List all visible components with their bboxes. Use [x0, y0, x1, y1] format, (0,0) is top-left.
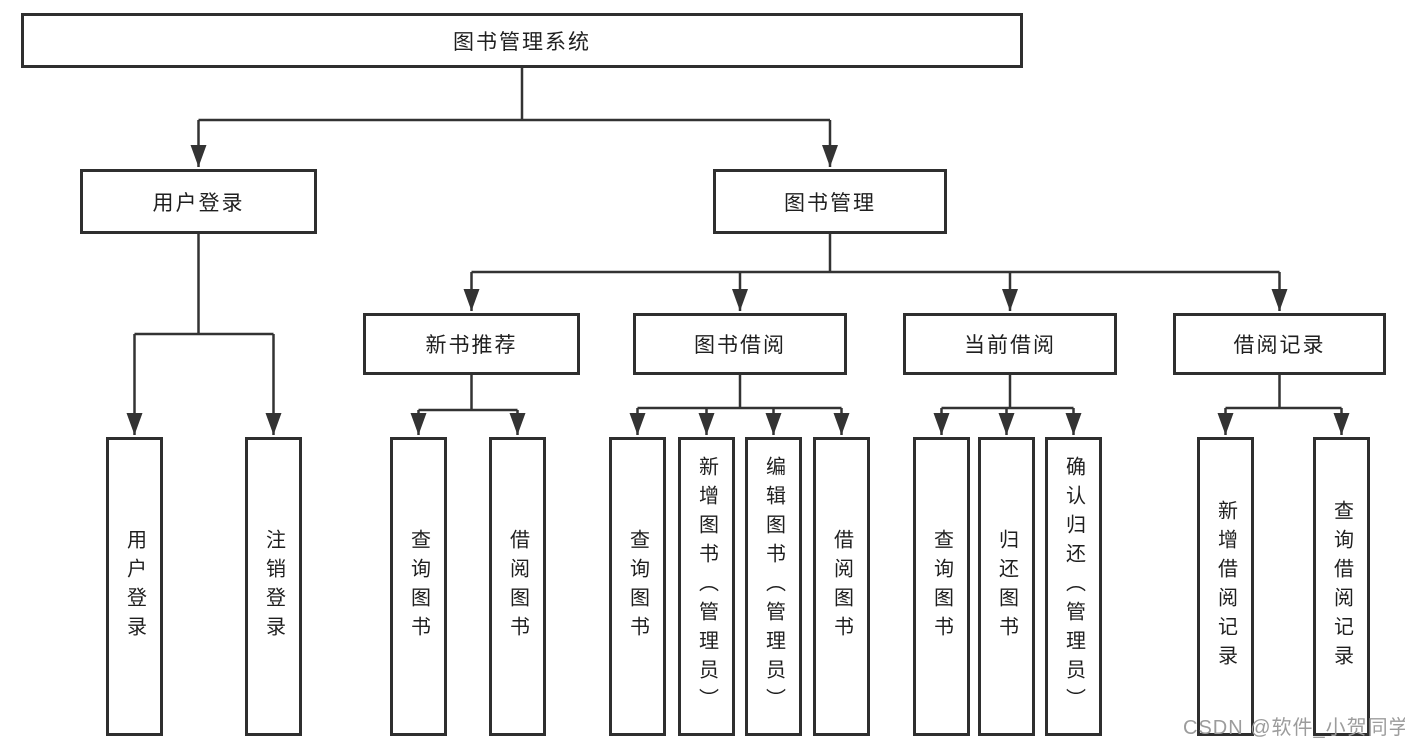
node-label: 归还图书 — [995, 528, 1018, 645]
node-label: 图书管理 — [784, 191, 876, 215]
node-label: 新增借阅记录 — [1214, 499, 1237, 674]
node-user-login-action: 用户登录 — [106, 437, 163, 736]
node-label: 用户登录 — [152, 191, 245, 215]
node-label: 查询图书 — [930, 528, 953, 645]
node-label: 借阅图书 — [830, 528, 853, 645]
node-label: 图书管理系统 — [453, 30, 591, 54]
node-query-borrow-record: 查询借阅记录 — [1313, 437, 1370, 736]
node-label: 查询图书 — [407, 528, 430, 645]
node-book-borrowing: 图书借阅 — [633, 313, 847, 375]
node-label: 新书推荐 — [425, 334, 518, 357]
node-label: 借阅图书 — [506, 528, 529, 645]
node-query-books-recommend: 查询图书 — [390, 437, 447, 736]
node-user-login: 用户登录 — [80, 169, 317, 234]
node-book-management: 图书管理 — [713, 169, 947, 234]
node-label: 新增图书（管理员） — [695, 456, 718, 717]
node-query-books-borrow: 查询图书 — [609, 437, 666, 736]
node-label: 图书借阅 — [694, 334, 786, 357]
node-borrow-books-recommend: 借阅图书 — [489, 437, 546, 736]
node-borrow-books-action: 借阅图书 — [813, 437, 870, 736]
node-confirm-return-admin: 确认归还（管理员） — [1045, 437, 1102, 736]
node-library-management-system: 图书管理系统 — [21, 13, 1023, 68]
node-borrowing-records: 借阅记录 — [1173, 313, 1386, 375]
node-label: 用户登录 — [123, 528, 146, 645]
node-logout-action: 注销登录 — [245, 437, 302, 736]
node-return-books: 归还图书 — [978, 437, 1035, 736]
node-add-borrow-record: 新增借阅记录 — [1197, 437, 1254, 736]
node-new-book-recommendation: 新书推荐 — [363, 313, 580, 375]
node-current-borrowing: 当前借阅 — [903, 313, 1117, 375]
node-add-books-admin: 新增图书（管理员） — [678, 437, 735, 736]
node-label: 查询图书 — [626, 528, 649, 645]
node-label: 编辑图书（管理员） — [762, 456, 785, 717]
node-label: 确认归还（管理员） — [1062, 456, 1085, 717]
csdn-watermark: CSDN @软件_小贺同学 — [1183, 717, 1405, 739]
node-label: 注销登录 — [262, 528, 285, 645]
node-label: 当前借阅 — [964, 334, 1056, 357]
node-label: 借阅记录 — [1233, 334, 1326, 357]
node-label: 查询借阅记录 — [1330, 499, 1353, 674]
node-query-books-current: 查询图书 — [913, 437, 970, 736]
node-edit-books-admin: 编辑图书（管理员） — [745, 437, 802, 736]
